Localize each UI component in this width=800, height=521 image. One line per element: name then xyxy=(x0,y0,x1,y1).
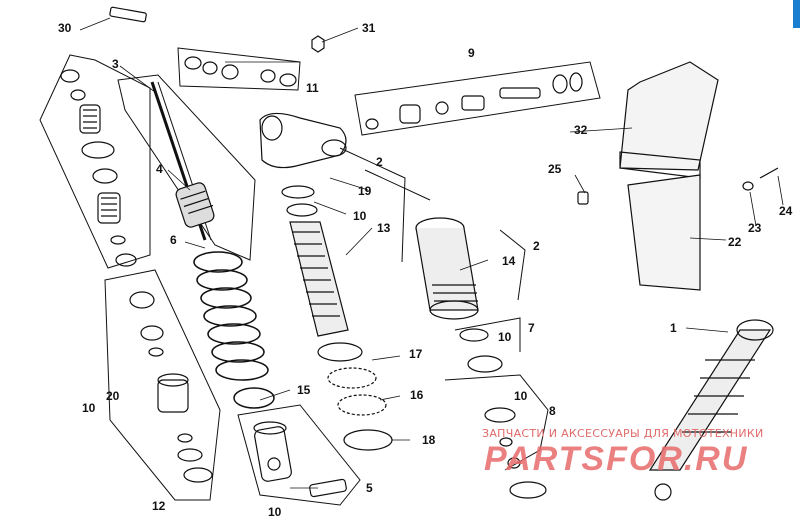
callout-10-a: 10 xyxy=(353,209,367,223)
callout-17: 17 xyxy=(409,347,423,361)
callout-9: 9 xyxy=(468,46,475,60)
callout-3: 3 xyxy=(112,57,119,71)
callout-10-d: 10 xyxy=(82,401,96,415)
callout-25: 25 xyxy=(548,162,562,176)
watermark-brand: PARTSFOR.RU xyxy=(484,440,749,478)
bladder-kit-parts xyxy=(365,72,583,130)
callout-24: 24 xyxy=(779,204,793,218)
compression-group-parts xyxy=(129,291,213,483)
reservoir-end-parts xyxy=(459,328,547,499)
callout-32: 32 xyxy=(574,123,588,137)
group-frames xyxy=(39,47,601,506)
callout-19: 19 xyxy=(358,184,372,198)
top-seal-kit xyxy=(109,6,325,87)
leader-lines xyxy=(79,17,784,489)
callout-6: 6 xyxy=(170,233,177,247)
callout-23: 23 xyxy=(748,221,762,235)
callout-2-lower: 2 xyxy=(533,239,540,253)
callout-8: 8 xyxy=(549,404,556,418)
reservoir xyxy=(415,217,479,320)
callout-22: 22 xyxy=(728,235,742,249)
top-eye-head xyxy=(259,112,347,217)
callout-10-c: 10 xyxy=(514,389,528,403)
watermark-tagline: ЗАПЧАСТИ И АКСЕССУАРЫ ДЛЯ МОТОТЕХНИКИ xyxy=(482,427,764,440)
callout-10-b: 10 xyxy=(498,330,512,344)
callout-12: 12 xyxy=(152,499,166,513)
corner-mark xyxy=(793,0,800,28)
callout-4: 4 xyxy=(156,162,163,176)
callout-11: 11 xyxy=(306,81,319,95)
callout-18: 18 xyxy=(422,433,436,447)
complete-shock xyxy=(648,319,774,501)
callout-14: 14 xyxy=(502,254,516,268)
callout-1: 1 xyxy=(670,321,677,335)
callout-2-upper: 2 xyxy=(376,155,383,169)
callout-15: 15 xyxy=(297,383,311,397)
damper-body xyxy=(289,221,349,337)
callout-10-e: 10 xyxy=(268,505,282,519)
valve-stack-parts xyxy=(60,69,137,267)
callout-16: 16 xyxy=(410,388,424,402)
damper-rod xyxy=(150,81,215,241)
callout-13: 13 xyxy=(377,221,391,235)
callout-20: 20 xyxy=(106,389,120,403)
lower-eye xyxy=(253,421,347,498)
callout-7: 7 xyxy=(528,321,535,335)
callout-31: 31 xyxy=(362,21,376,35)
main-spring xyxy=(193,251,275,409)
callout-5: 5 xyxy=(366,481,373,495)
callout-30: 30 xyxy=(58,21,72,35)
mudflap-assembly xyxy=(577,61,779,291)
